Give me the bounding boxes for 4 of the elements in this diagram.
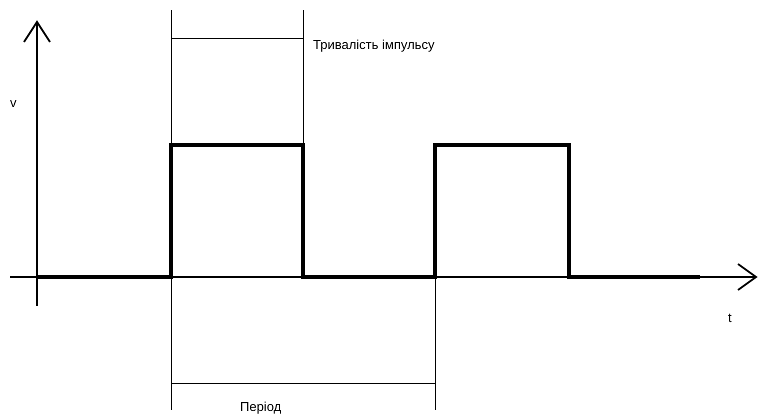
axis-label: t bbox=[728, 311, 732, 324]
duration-label: Тривалість імпульсу bbox=[313, 38, 434, 51]
period-label: Період bbox=[240, 400, 282, 413]
axis-label: v bbox=[10, 96, 16, 109]
